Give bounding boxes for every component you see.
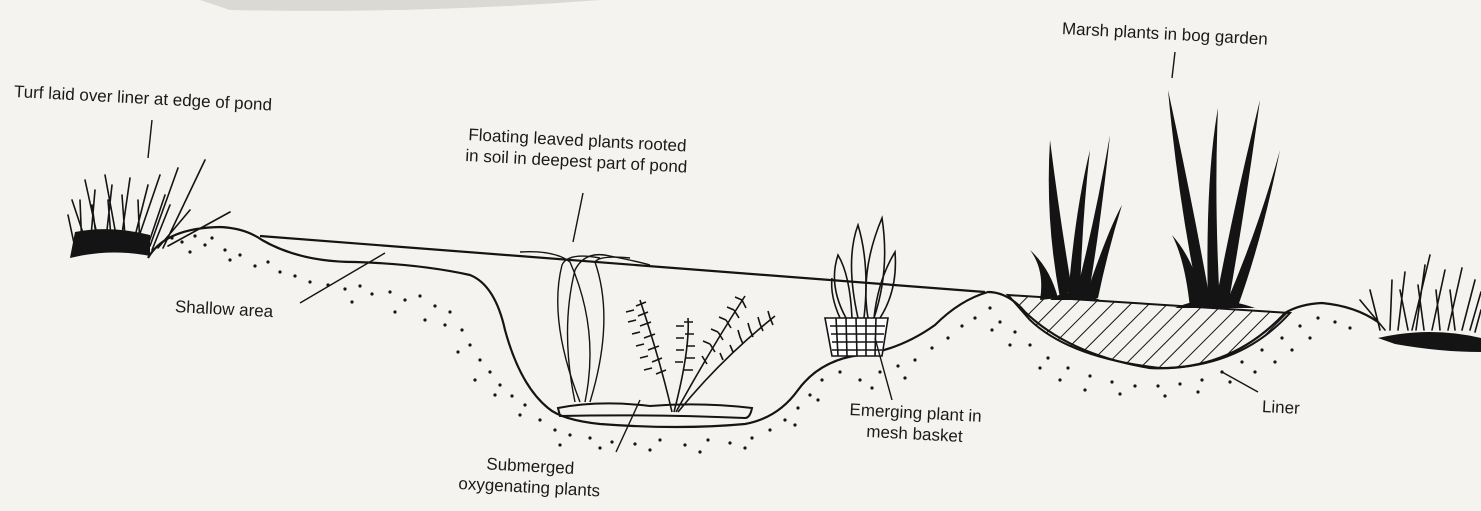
liner-label: Liner bbox=[1261, 396, 1300, 419]
submerged-plants-label: Submerged oxygenating plants bbox=[458, 452, 602, 501]
submerged-plant-icon bbox=[626, 296, 775, 412]
emerging-plant-icon bbox=[832, 218, 896, 318]
right-turf-icon bbox=[1360, 255, 1481, 352]
paper-shadow bbox=[200, 0, 600, 11]
left-turf-icon bbox=[68, 160, 230, 258]
water-surface-line bbox=[260, 236, 985, 292]
pond-soil bbox=[558, 403, 752, 418]
marsh-plant-right-icon bbox=[1168, 90, 1280, 308]
floating-plant-icon bbox=[520, 252, 650, 402]
marsh-plant-left-icon bbox=[1030, 135, 1122, 300]
emerging-plant-label: Emerging plant in mesh basket bbox=[848, 399, 982, 448]
